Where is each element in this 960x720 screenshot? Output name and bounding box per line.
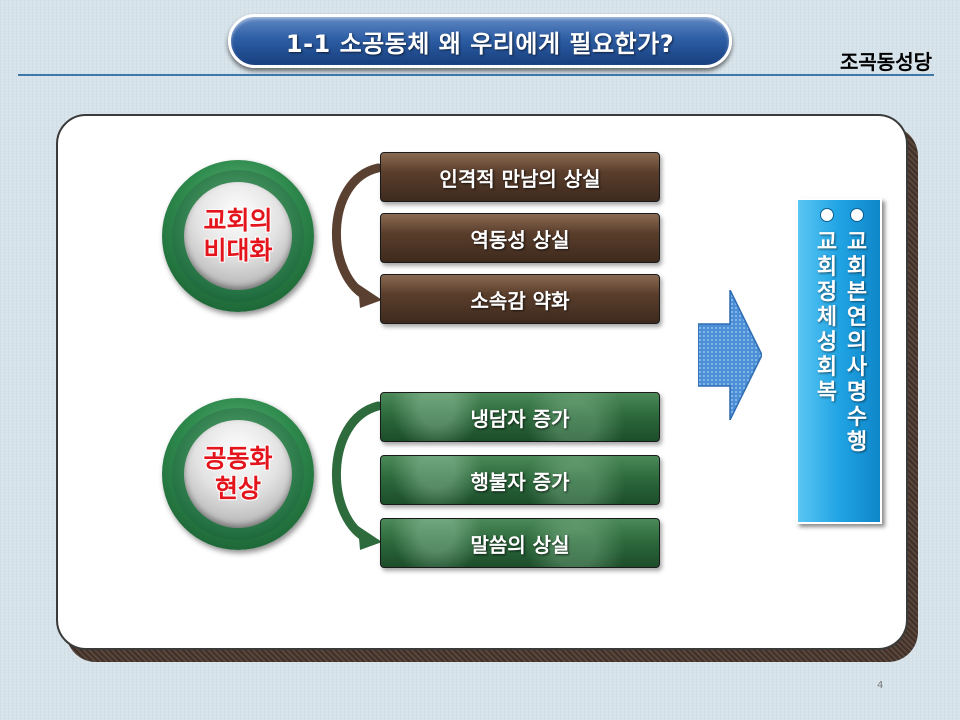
slide-title: 1-1 소공동체 왜 우리에게 필요한가? xyxy=(285,29,675,58)
cause-label-2-line-2: 현상 xyxy=(214,474,261,503)
curved-arrow-1 xyxy=(331,163,383,308)
effect-box-2-1: 냉담자 증가 xyxy=(380,392,660,442)
cause-circle-1: 교회의 비대화 xyxy=(162,160,314,312)
effect-label-1-3: 소속감 약화 xyxy=(470,288,570,313)
effect-box-1-3: 소속감 약화 xyxy=(380,274,660,324)
effect-label-2-1: 냉담자 증가 xyxy=(470,406,570,431)
page-number: 4 xyxy=(877,680,884,691)
effect-label-2-3: 말씀의 상실 xyxy=(470,532,570,557)
goal-text-mission: 교회 본연의 사명 수행 xyxy=(846,230,868,455)
effect-box-2-2: 행불자 증가 xyxy=(380,455,660,505)
effect-label-2-2: 행불자 증가 xyxy=(470,469,570,494)
effect-box-2-3: 말씀의 상실 xyxy=(380,518,660,568)
effect-label-1-1: 인격적 만남의 상실 xyxy=(439,166,601,191)
bullet-icon xyxy=(850,208,864,222)
right-arrow-icon xyxy=(698,290,762,420)
cause-label-1-line-2: 비대화 xyxy=(203,236,273,265)
slide-title-banner: 1-1 소공동체 왜 우리에게 필요한가? xyxy=(228,14,732,68)
cause-label-1-line-1: 교회의 xyxy=(203,206,273,235)
title-divider xyxy=(18,74,934,76)
cause-label-2-line-1: 공동화 xyxy=(203,444,273,473)
curved-arrow-2 xyxy=(331,401,383,550)
goal-banner: 교회 본연의 사명 수행 교회 정체성 회복 xyxy=(796,198,882,524)
goal-text-identity: 교회 정체성 회복 xyxy=(816,230,838,405)
effect-label-1-2: 역동성 상실 xyxy=(470,227,570,252)
bullet-icon xyxy=(820,208,834,222)
effect-box-1-1: 인격적 만남의 상실 xyxy=(380,152,660,202)
cause-circle-2: 공동화 현상 xyxy=(162,398,314,550)
parish-name: 조곡동성당 xyxy=(840,50,932,74)
effect-box-1-2: 역동성 상실 xyxy=(380,213,660,263)
